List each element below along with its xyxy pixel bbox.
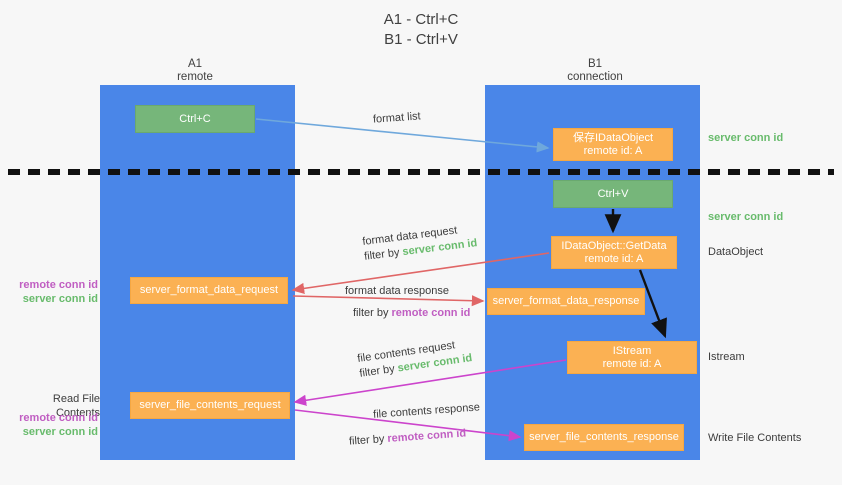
filter-prefix: filter by — [363, 246, 404, 263]
label-server-conn-id-mid: server conn id — [708, 211, 784, 223]
column-header-a1: A1 remote — [120, 58, 270, 84]
edge-label-format-data-response-line1: format data response — [345, 285, 449, 297]
label-remote-conn-id: remote conn id — [19, 279, 98, 291]
label-dataobject: DataObject — [708, 246, 764, 258]
node-server-format-data-request[interactable]: server_format_data_request — [130, 277, 288, 304]
edge-label-format-data-response: format data response filter by remote co… — [345, 284, 470, 321]
label-read-file-contents: Read File Contents — [52, 393, 100, 419]
node-istream[interactable]: IStream remote id: A — [567, 341, 697, 374]
edge-label-format-data-response-line2: filter by remote conn id — [353, 306, 470, 321]
node-idataobject-sub: remote id: A — [583, 144, 643, 157]
edge-label-file-contents-response: file contents response filter by remote … — [347, 400, 482, 449]
node-ctrl-c[interactable]: Ctrl+C — [135, 105, 255, 133]
node-format-data-request-label: server_format_data_request — [139, 284, 279, 296]
node-file-contents-request-label: server_file_contents_request — [139, 399, 281, 411]
node-getdata-label: IDataObject::GetData — [561, 239, 667, 252]
column-b1-name: B1 — [587, 58, 603, 70]
edge-label-format-data-request: format data request filter by server con… — [362, 221, 479, 265]
edge-label-file-contents-response-line2: filter by remote conn id — [349, 425, 483, 449]
node-idataobject[interactable]: 保存IDataObject remote id: A — [553, 128, 673, 161]
edge-label-format-list: format list — [373, 109, 422, 127]
label-conn-ids-upper: remote conn id server conn id — [8, 278, 98, 306]
token-remote-conn-id: remote conn id — [391, 307, 471, 319]
label-istream: Istream — [708, 351, 745, 363]
filter-prefix: filter by — [358, 362, 399, 380]
node-istream-sub: remote id: A — [602, 357, 662, 370]
node-ctrl-v[interactable]: Ctrl+V — [553, 180, 673, 208]
node-idataobject-label: 保存IDataObject — [572, 131, 654, 144]
edge-label-file-contents-request: file contents request filter by server c… — [356, 336, 473, 382]
token-remote-conn-id: remote conn id — [387, 427, 467, 445]
label-write-file-contents: Write File Contents — [708, 432, 802, 444]
node-idataobject-getdata[interactable]: IDataObject::GetData remote id: A — [551, 236, 677, 269]
title-line-1: A1 - Ctrl+C — [383, 11, 459, 28]
edge-label-file-contents-response-line1: file contents response — [372, 401, 481, 421]
node-file-contents-response-label: server_file_contents_response — [529, 431, 679, 443]
column-b1-role: connection — [567, 71, 623, 83]
page-title: A1 - Ctrl+C B1 - Ctrl+V — [0, 10, 842, 50]
column-a1-role: remote — [177, 71, 213, 83]
filter-prefix: filter by — [353, 307, 392, 319]
node-server-file-contents-request[interactable]: server_file_contents_request — [130, 392, 290, 419]
node-server-file-contents-response[interactable]: server_file_contents_response — [524, 424, 684, 451]
filter-prefix: filter by — [348, 432, 388, 448]
node-format-data-response-label: server_format_data_response — [492, 295, 640, 307]
label-remote-conn-id: remote conn id — [19, 412, 98, 424]
title-line-2: B1 - Ctrl+V — [384, 31, 458, 48]
label-conn-ids-lower: remote conn id server conn id — [8, 411, 98, 439]
node-ctrl-v-label: Ctrl+V — [597, 187, 629, 200]
label-server-conn-id-top: server conn id — [708, 132, 784, 144]
column-a1-name: A1 — [187, 58, 203, 70]
node-server-format-data-response[interactable]: server_format_data_response — [487, 288, 645, 315]
label-server-conn-id: server conn id — [22, 426, 98, 438]
node-istream-label: IStream — [612, 344, 652, 357]
edge-label-format-list-text: format list — [372, 110, 422, 126]
node-ctrl-c-label: Ctrl+C — [179, 112, 211, 125]
label-server-conn-id: server conn id — [22, 293, 98, 305]
node-getdata-sub: remote id: A — [584, 252, 644, 265]
column-header-b1: B1 connection — [520, 58, 670, 84]
